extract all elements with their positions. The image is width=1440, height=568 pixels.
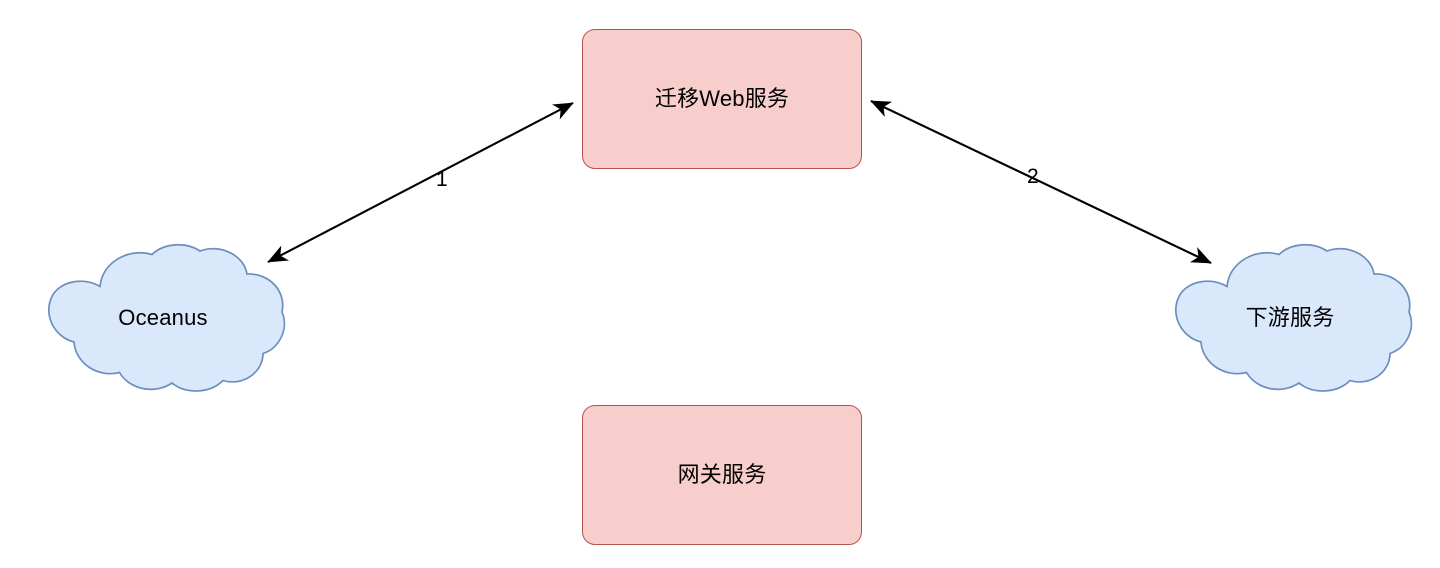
- cloud-shape-oceanus: [47, 244, 286, 392]
- node-oceanus[interactable]: Oceanus: [36, 240, 290, 396]
- node-downstream-service-label: 下游服务: [1245, 305, 1335, 331]
- cloud-shape-downstream-service: [1174, 244, 1413, 392]
- edge-1-label: 1: [436, 168, 448, 191]
- node-gateway-service[interactable]: 网关服务: [582, 405, 862, 545]
- node-downstream-service[interactable]: 下游服务: [1163, 240, 1417, 396]
- edge-2-line[interactable]: [870, 100, 1212, 264]
- node-gateway-service-label: 网关服务: [677, 462, 767, 488]
- edge-2-label: 2: [1027, 165, 1039, 188]
- node-oceanus-label: Oceanus: [118, 305, 208, 331]
- node-migration-web-service[interactable]: 迁移Web服务: [582, 29, 862, 169]
- edge-1-line[interactable]: [267, 102, 574, 263]
- node-migration-web-service-label: 迁移Web服务: [654, 86, 790, 112]
